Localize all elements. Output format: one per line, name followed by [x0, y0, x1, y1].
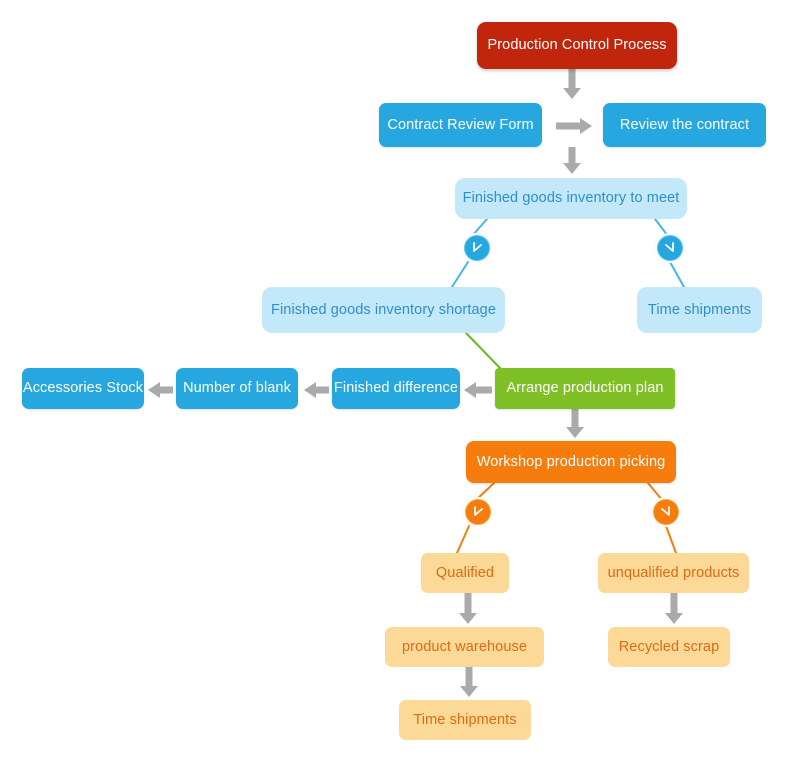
- node-label: Time shipments: [413, 711, 517, 728]
- badge-pick-left[interactable]: [463, 497, 493, 527]
- node-accessories-stock[interactable]: Accessories Stock: [22, 368, 144, 409]
- badge-meet-left[interactable]: [462, 233, 492, 263]
- arrow-glyph-icon: [563, 147, 581, 174]
- badge-pick-right[interactable]: [651, 497, 681, 527]
- node-recycled-scrap[interactable]: Recycled scrap: [608, 627, 730, 667]
- node-finished-goods-shortage[interactable]: Finished goods inventory shortage: [262, 287, 505, 333]
- badge-meet-right[interactable]: [655, 233, 685, 263]
- node-label: Finished difference: [333, 380, 459, 397]
- arrow-warehouse-to-shipments: [460, 667, 478, 697]
- badge-ring: [462, 233, 492, 263]
- node-label: Finished goods inventory to meet: [462, 190, 680, 207]
- arrow-glyph-icon: [556, 118, 592, 134]
- node-label: Time shipments: [647, 301, 752, 318]
- arrow-difference-to-blank: [304, 382, 329, 398]
- node-product-warehouse[interactable]: product warehouse: [385, 627, 544, 667]
- badge-ring: [655, 233, 685, 263]
- conn-badge-left-to-qualified: [456, 525, 470, 554]
- badge-ring: [651, 497, 681, 527]
- arrow-unqualified-to-scrap: [665, 593, 683, 624]
- conn-badge-left-to-shortage: [451, 261, 469, 288]
- arrow-glyph-icon: [566, 409, 584, 438]
- arrow-qualified-to-warehouse: [459, 593, 477, 624]
- node-arrange-production-plan[interactable]: Arrange production plan: [495, 368, 675, 409]
- node-label: Qualified: [435, 564, 495, 581]
- arrow-form-to-review: [556, 118, 592, 134]
- node-label: Recycled scrap: [618, 638, 720, 655]
- arrow-glyph-icon: [665, 593, 683, 624]
- node-contract-review-form[interactable]: Contract Review Form: [379, 103, 542, 147]
- node-label: product warehouse: [401, 638, 528, 655]
- arrow-plan-to-workshop: [566, 409, 584, 438]
- node-label: Workshop production picking: [476, 453, 666, 470]
- node-production-control-process[interactable]: Production Control Process: [477, 22, 677, 69]
- node-unqualified-products[interactable]: unqualified products: [598, 553, 749, 593]
- arrow-glyph-icon: [563, 69, 581, 99]
- arrow-glyph-icon: [464, 382, 492, 398]
- node-label: Contract Review Form: [387, 116, 534, 133]
- arrow-process-to-form: [563, 69, 581, 99]
- node-label: Accessories Stock: [22, 380, 144, 397]
- conn-shortage-to-plan: [465, 332, 501, 369]
- node-time-shipments-blue[interactable]: Time shipments: [637, 287, 762, 333]
- arrow-down-left-icon: [473, 242, 482, 252]
- conn-badge-right-to-time: [669, 261, 685, 288]
- node-qualified[interactable]: Qualified: [421, 553, 509, 593]
- arrow-glyph-icon: [148, 382, 173, 398]
- node-time-shipments-peach[interactable]: Time shipments: [399, 700, 531, 740]
- arrow-glyph-icon: [304, 382, 329, 398]
- arrow-down-left-icon: [474, 506, 483, 516]
- badge-ring: [463, 497, 493, 527]
- arrow-form-to-meet: [563, 147, 581, 174]
- arrow-blank-to-stock: [148, 382, 173, 398]
- node-review-the-contract[interactable]: Review the contract: [603, 103, 766, 147]
- conn-badge-right-to-unqual: [665, 525, 677, 554]
- node-label: Number of blank: [183, 380, 291, 397]
- node-workshop-production-picking[interactable]: Workshop production picking: [466, 441, 676, 483]
- node-number-of-blank[interactable]: Number of blank: [176, 368, 298, 409]
- node-label: Arrange production plan: [506, 380, 664, 397]
- arrow-plan-to-difference: [464, 382, 492, 398]
- arrow-glyph-icon: [459, 593, 477, 624]
- arrow-down-right-icon: [661, 506, 670, 516]
- node-finished-difference[interactable]: Finished difference: [332, 368, 460, 409]
- node-label: unqualified products: [607, 564, 740, 581]
- node-label: Finished goods inventory shortage: [271, 301, 496, 318]
- arrow-glyph-icon: [460, 667, 478, 697]
- node-label: Production Control Process: [487, 37, 667, 54]
- arrow-down-right-icon: [665, 242, 674, 252]
- node-label: Review the contract: [619, 116, 750, 133]
- node-finished-goods-to-meet[interactable]: Finished goods inventory to meet: [455, 178, 687, 219]
